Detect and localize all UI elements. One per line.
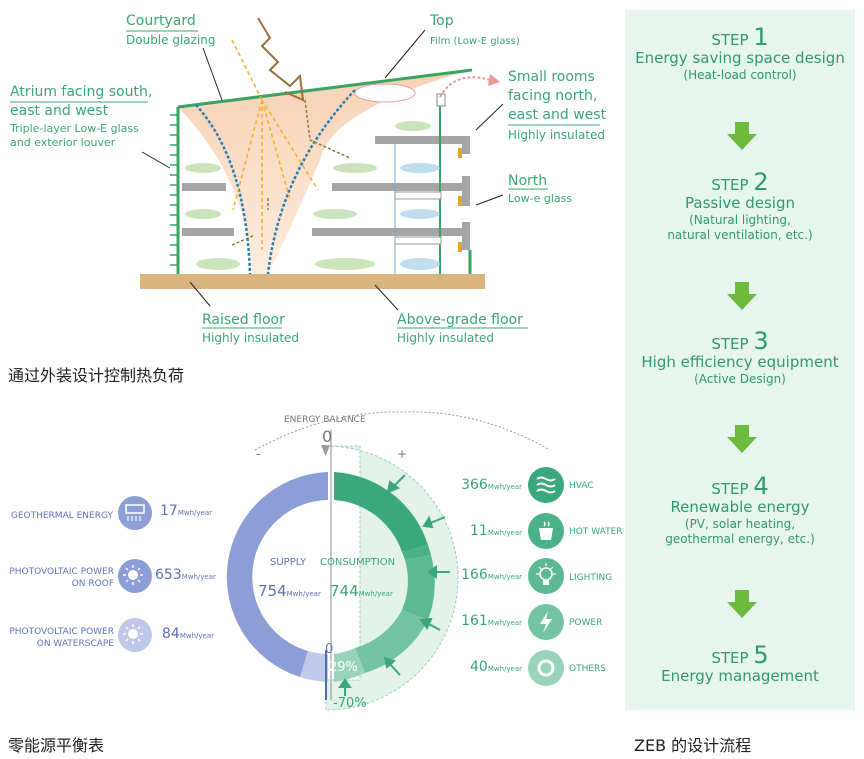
geothermal-icon: [118, 496, 152, 530]
consumption-others-value: 40Mwh/year: [469, 659, 522, 675]
insulation-marks: [458, 148, 462, 252]
raised-floor-sublabel: Highly insulated: [202, 331, 300, 345]
step-2: STEP 2 Passive design (Natural lighting,…: [667, 168, 813, 242]
exhaust-arrow: [439, 76, 491, 98]
consumption-segment-hotwater: [402, 545, 431, 560]
consumption-segment-hvac: [334, 472, 428, 552]
above-grade-sublabel: Highly insulated: [397, 331, 495, 345]
step-3: STEP 3 High efficiency equipment (Active…: [641, 327, 839, 386]
consumption-hvac-value: 366Mwh/year: [461, 477, 522, 493]
step-arrow-icon: [727, 590, 757, 618]
consumption-lighting-value: 166Mwh/year: [461, 567, 522, 583]
top-sublabel: Film (Low-E glass): [430, 36, 520, 47]
supply-source-pv-waterscape-value: 84Mwh/year: [162, 626, 215, 642]
supply-ring-segment-light: [300, 651, 328, 682]
consumption-outer-band: [325, 445, 459, 711]
skylight-glare: [354, 83, 416, 103]
supply-source-pv-roof-value: 653Mwh/year: [155, 567, 216, 583]
supply-source-geothermal-label: GEOTHERMAL ENERGY: [10, 511, 113, 521]
others-icon: [528, 650, 564, 686]
small-rooms-sublabel: Highly insulated: [508, 128, 606, 142]
courtyard-label: Courtyard: [126, 13, 196, 29]
hvac-icon: [528, 467, 564, 503]
courtyard-glass-left: [195, 104, 252, 275]
consumption-hotwater-value: 11Mwh/year: [469, 523, 522, 539]
consumption-total: 744Mwh/year: [330, 582, 393, 600]
consumption-power-value: 161Mwh/year: [461, 613, 522, 629]
atrium-sublabel-line1: Triple-layer Low-E glass: [10, 122, 139, 135]
consumption-hvac-label: HVAC: [569, 481, 594, 491]
step-4: STEP 4 Renewable energy (PV, solar heati…: [665, 472, 815, 546]
zeb-steps-panel: STEP 1 Energy saving space design (Heat-…: [625, 10, 855, 710]
roof-line: [177, 68, 473, 109]
courtyard-sublabel: Double glazing: [126, 33, 216, 47]
facade-section-diagram: [10, 17, 600, 329]
consumption-power-label: POWER: [569, 618, 603, 628]
energy-balance-title: ENERGY BALANCE: [284, 415, 366, 425]
consumption-label: CONSUMPTION: [320, 557, 396, 568]
small-rooms-label-line3: east and west: [508, 107, 607, 123]
air-zones: [185, 121, 440, 270]
sunlight-rays: [231, 39, 319, 250]
pct-minus-70: -70%: [333, 696, 367, 711]
left-facade-louvers: [170, 114, 178, 266]
consumption-hotwater-label: HOT WATER: [569, 527, 623, 537]
balance-zero-top: 0: [322, 427, 333, 446]
caption-facade: 通过外装设计控制热负荷: [8, 366, 185, 385]
energy-balance-ring: [226, 411, 551, 711]
supply-ring-segment: [226, 472, 328, 677]
consumption-arrows: [338, 474, 450, 696]
sun-icon: [118, 618, 152, 652]
ground-slab: [140, 274, 485, 289]
energy-balance-arc: [254, 411, 551, 451]
north-sublabel: Low-e glass: [508, 192, 573, 205]
courtyard-glass-right: [266, 89, 356, 275]
raised-floor-label: Raised floor: [202, 312, 285, 328]
atrium-label-line2: east and west: [10, 103, 109, 119]
balance-zero-bottom: 0: [325, 642, 334, 657]
supply-label: SUPPLY: [270, 557, 307, 568]
atrium-label-line1: Atrium facing south,: [10, 84, 153, 100]
floor-slabs: [182, 136, 470, 250]
pct-29: 29%: [329, 660, 358, 675]
power-icon: [528, 604, 564, 640]
north-label: North: [508, 173, 548, 189]
hot-water-icon: [528, 513, 564, 549]
consumption-others-label: OTHERS: [569, 664, 607, 674]
caption-steps: ZEB 的设计流程: [634, 736, 752, 755]
consumption-lighting-label: LIGHTING: [569, 573, 613, 583]
step-5: STEP 5 Energy management: [661, 641, 819, 685]
above-grade-label: Above-grade floor: [397, 312, 523, 328]
step-arrow-icon: [727, 122, 757, 150]
step-arrow-icon: [727, 282, 757, 310]
supply-source-geothermal-value: 17Mwh/year: [160, 503, 213, 519]
balance-plus-sign: +: [397, 447, 408, 461]
ring-segments: [226, 472, 435, 682]
small-rooms-label-line2: facing north,: [508, 88, 598, 104]
consumption-segment-others: [334, 648, 365, 682]
lighting-icon: [528, 558, 564, 594]
balance-pointer-icon: [321, 445, 330, 456]
balance-minus-sign: -: [256, 447, 261, 461]
small-rooms-label-line1: Small rooms: [508, 69, 595, 85]
supply-total: 754Mwh/year: [258, 582, 321, 600]
step-arrow-icon: [727, 425, 757, 453]
consumption-segment-lighting: [402, 555, 435, 620]
atrium-light-cone: [178, 70, 470, 274]
atrium-sublabel-line2: and exterior louver: [10, 136, 116, 149]
step-1: STEP 1 Energy saving space design (Heat-…: [635, 23, 845, 82]
airflow-arrows: [231, 99, 351, 246]
sun-icon: [118, 559, 152, 593]
consumption-segment-power: [355, 610, 428, 673]
top-label: Top: [430, 13, 454, 29]
caption-balance: 零能源平衡表: [8, 736, 105, 755]
heat-zigzag-arrow: [257, 17, 305, 102]
